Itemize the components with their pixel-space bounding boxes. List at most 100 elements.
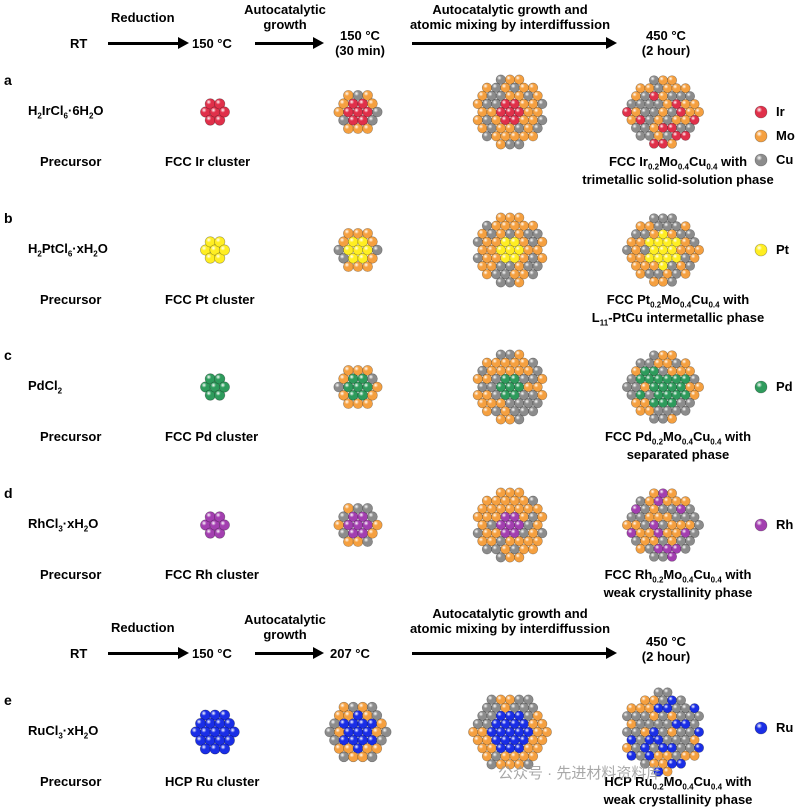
atom <box>689 719 700 730</box>
atom <box>689 99 700 110</box>
atom <box>537 114 548 126</box>
arrow-reduction <box>108 37 189 49</box>
atom <box>689 114 700 125</box>
atom <box>532 519 543 531</box>
growth-cluster <box>324 701 392 763</box>
atom <box>362 398 373 409</box>
header2-reduction: Reduction <box>111 620 175 635</box>
atom <box>684 229 695 240</box>
atom <box>693 382 704 392</box>
atom <box>532 228 543 239</box>
legend-marker <box>754 153 768 167</box>
atom <box>537 718 548 730</box>
legend-label: Rh <box>776 517 794 532</box>
atom <box>514 74 525 85</box>
seed-cluster <box>200 98 230 126</box>
atom <box>486 759 497 770</box>
atom <box>649 138 659 149</box>
header-150c-30min: 150 °C(30 min) <box>335 28 385 58</box>
cluster-label: FCC Rh cluster <box>165 567 259 582</box>
atom <box>209 743 221 755</box>
atom <box>495 552 506 563</box>
atom <box>537 527 548 539</box>
product-label-line1: FCC Ir0.2Mo0.4Cu0.4 with <box>608 154 748 172</box>
product-label-line2: L11-PtCu intermetallic phase <box>591 309 765 328</box>
atom <box>362 536 373 547</box>
arrow2-growth <box>255 647 324 659</box>
atom <box>514 349 525 360</box>
atom <box>754 129 768 143</box>
atom <box>228 726 240 738</box>
precursor-label: Precursor <box>40 154 102 169</box>
atom <box>635 543 646 554</box>
atom <box>689 252 700 263</box>
atom <box>684 397 695 408</box>
legend-marker <box>754 721 768 735</box>
atom <box>689 512 700 523</box>
atom <box>532 710 543 721</box>
atom <box>532 398 543 409</box>
atom <box>532 90 543 101</box>
precursor-formula: RuCl3·xH2O <box>28 723 99 741</box>
growth-cluster <box>333 503 383 547</box>
atom <box>371 381 383 393</box>
precursor-formula: RhCl3·xH2O <box>28 516 99 534</box>
atom <box>680 543 691 554</box>
precursor-formula: H2IrCl6·6H2O <box>28 103 104 121</box>
atom <box>214 511 226 523</box>
atom <box>523 759 534 770</box>
atom <box>684 366 695 377</box>
atom <box>684 504 695 515</box>
precursor-label: Precursor <box>40 429 102 444</box>
atom <box>684 260 695 271</box>
atom <box>367 115 378 126</box>
atom <box>218 519 230 531</box>
precursor-label: Precursor <box>40 774 102 789</box>
atom <box>676 758 686 769</box>
atom <box>362 503 373 514</box>
atom <box>219 743 231 755</box>
cluster-label: FCC Ir cluster <box>165 154 251 169</box>
atom <box>649 551 659 562</box>
atom <box>537 734 548 746</box>
interdiffusion-cluster <box>472 487 548 563</box>
atom <box>541 726 552 738</box>
atom <box>362 123 373 134</box>
legend-marker <box>754 380 768 394</box>
atom <box>689 750 700 761</box>
growth-cluster <box>333 90 383 134</box>
atom <box>689 389 700 400</box>
atom <box>658 551 668 562</box>
product-label-line1: HCP Ru0.2Mo0.4Cu0.4 with <box>604 774 752 792</box>
growth-cluster <box>333 228 383 272</box>
atom <box>481 406 493 417</box>
atom <box>367 236 378 247</box>
atom <box>214 236 226 248</box>
legend-label: Ru <box>776 720 794 735</box>
legend-marker <box>754 243 768 257</box>
atom <box>504 552 516 563</box>
atom <box>527 131 539 142</box>
atom <box>348 751 359 763</box>
atom <box>532 261 543 272</box>
interdiffusion-cluster <box>472 349 548 425</box>
atom <box>523 694 534 705</box>
atom <box>514 487 525 498</box>
atom <box>362 228 373 239</box>
atom <box>693 727 704 737</box>
legend-label: Mo <box>776 128 795 143</box>
atom <box>371 710 383 721</box>
atom <box>527 82 539 93</box>
product-nanoparticle <box>621 75 704 149</box>
precursor-label: Precursor <box>40 292 102 307</box>
atom <box>376 718 387 730</box>
arrow-growth <box>255 37 324 49</box>
atom <box>371 519 383 531</box>
atom <box>689 237 700 248</box>
atom <box>676 695 686 706</box>
atom <box>481 131 493 142</box>
atom <box>527 406 539 417</box>
atom <box>693 245 704 255</box>
legend-marker <box>754 518 768 532</box>
atom <box>514 139 525 150</box>
